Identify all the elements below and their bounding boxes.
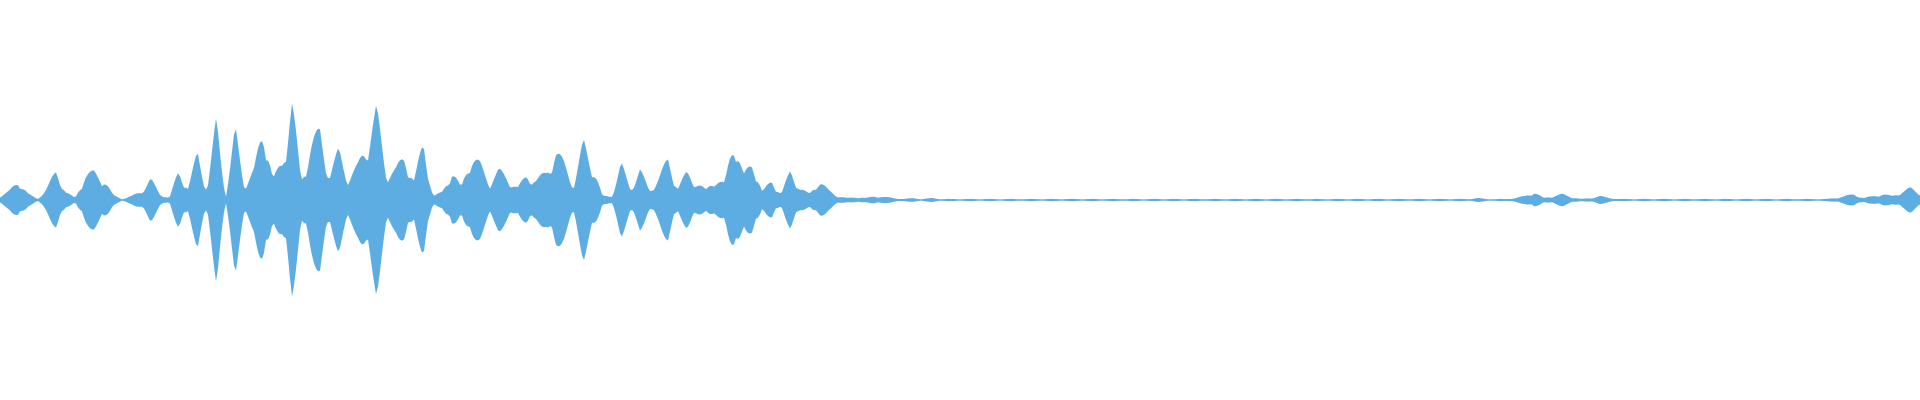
waveform-shape bbox=[0, 103, 1920, 297]
